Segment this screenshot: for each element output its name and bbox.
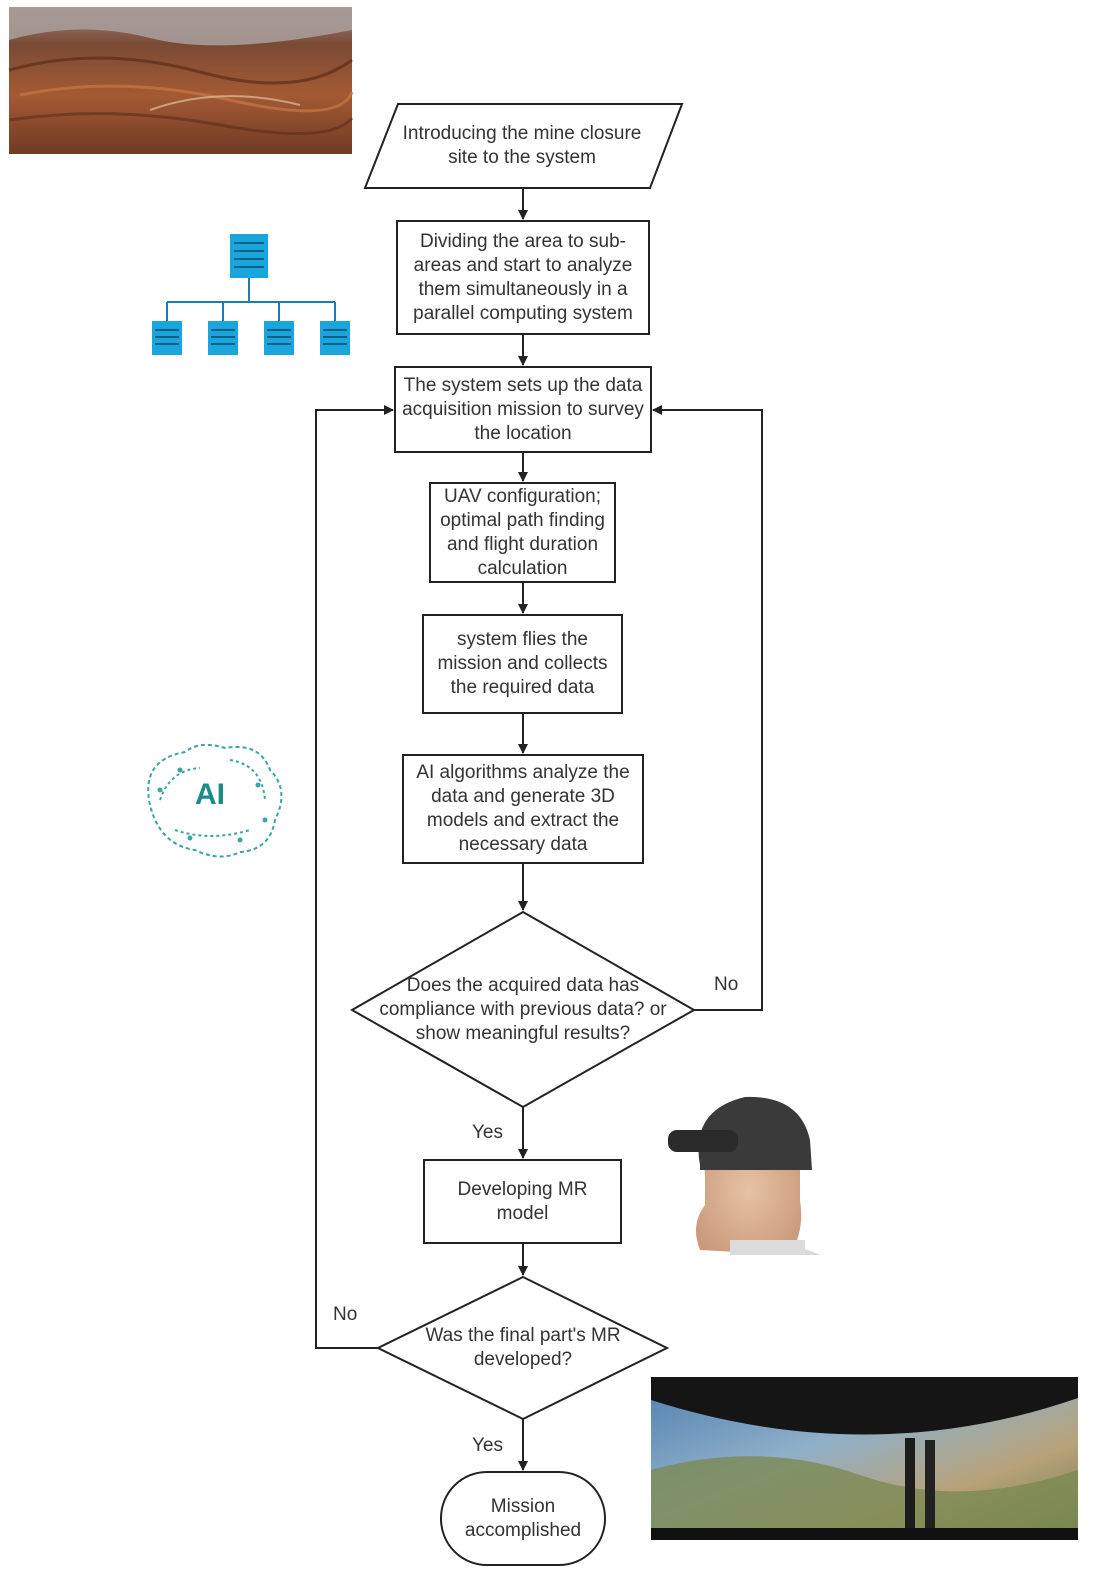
decision1-no-label: No	[714, 974, 739, 995]
decision2-label: Was the final part's MR developed?	[425, 1325, 621, 1370]
start-parallelogram	[363, 103, 684, 189]
end-label: Mission accomplished	[464, 1495, 582, 1541]
parallel-computing-network-icon	[152, 234, 350, 355]
decision1-label: Does the acquired data has compliance wi…	[379, 975, 667, 1044]
setup-label: The system sets up the data acquisition …	[402, 374, 644, 444]
decision2-no-label: No	[333, 1304, 358, 1325]
ai-label: AI algorithms analyze the data and gener…	[416, 762, 630, 855]
ai-logo-text: AI	[195, 778, 225, 811]
end-terminal	[440, 1471, 606, 1566]
decision1-yes-label: Yes	[472, 1122, 503, 1143]
immersive-display-photo	[651, 1377, 1078, 1540]
ai-brain-logo: AI	[147, 743, 283, 858]
edge-decision1-no-loop	[652, 405, 763, 1011]
edge-decision2-no-loop	[315, 405, 394, 1349]
mr-label: Developing MR model	[457, 1178, 588, 1224]
mine-site-photo	[8, 7, 354, 154]
uav-label: UAV configuration; optimal path finding …	[440, 485, 605, 579]
decision2-yes-label: Yes	[472, 1435, 503, 1456]
divide-label: Dividing the area to sub-areas and start…	[413, 230, 633, 324]
fly-label: system flies the mission and collects th…	[437, 629, 608, 698]
start-label: Introducing the mine closure site to the…	[402, 123, 642, 168]
mr-headset-person-photo	[668, 1096, 820, 1255]
